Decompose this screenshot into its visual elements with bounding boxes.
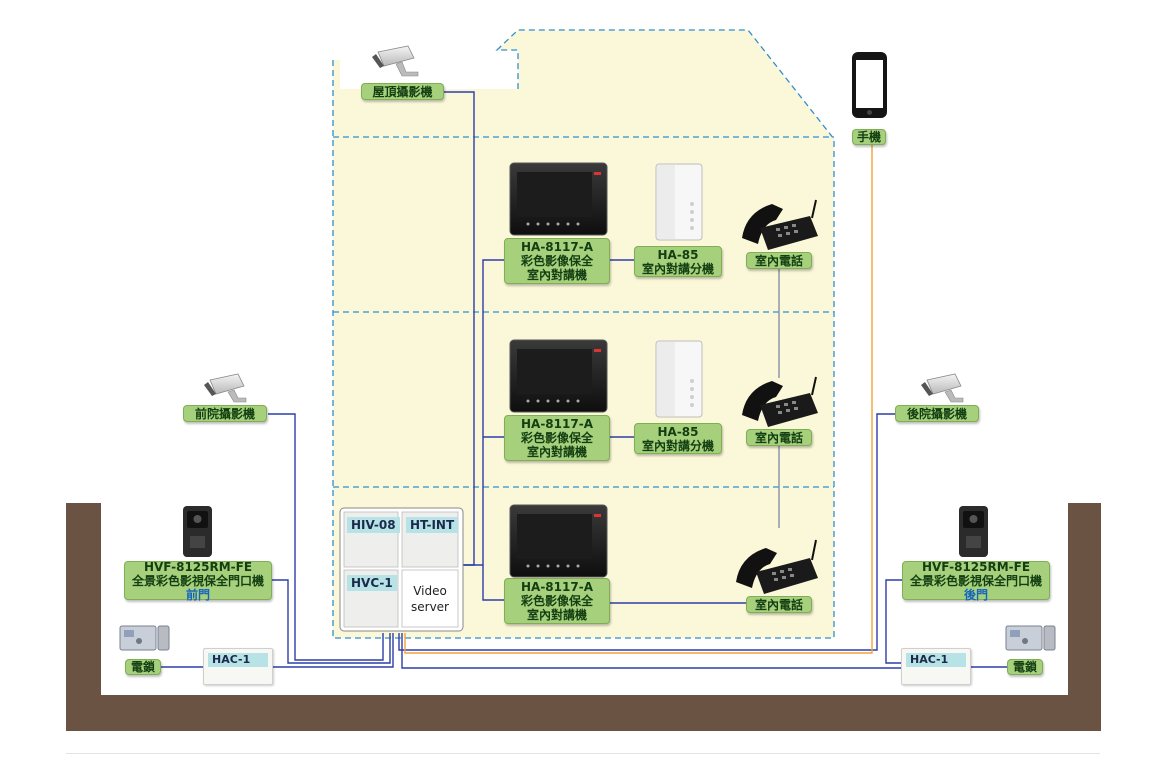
desk-phone-3 — [736, 539, 818, 594]
monitor-label-1: HA-8117-A 彩色影像保全 室內對講機 — [504, 238, 610, 284]
front-door-station-icon — [183, 506, 212, 557]
back-door-tag: 後門 — [963, 587, 988, 602]
monitor-2 — [509, 339, 608, 413]
video-server-line-2: server — [411, 600, 449, 614]
bottom-divider — [66, 753, 1100, 754]
front-yard-camera-label: 前院攝影機 — [183, 405, 267, 422]
video-server-label: Video server — [404, 583, 456, 615]
mobile-phone-label: 手機 — [852, 129, 886, 145]
back-hac-label: HAC-1 — [906, 653, 966, 667]
monitor-3 — [509, 504, 608, 578]
handset-1 — [655, 163, 703, 241]
handset-2 — [655, 340, 703, 418]
house — [332, 29, 835, 639]
handset-model: HA-85 — [657, 247, 699, 262]
back-yard-camera-icon — [921, 373, 964, 403]
door-station-model: HVF-8125RM-FE — [921, 559, 1031, 574]
door-station-model: HVF-8125RM-FE — [143, 559, 253, 574]
monitor-desc-line-2: 室內對講機 — [526, 608, 587, 622]
indoor-phone-label-2: 室內電話 — [746, 429, 812, 446]
handset-label-2: HA-85 室內對講分機 — [634, 423, 722, 454]
indoor-phone-label-1: 室內電話 — [746, 252, 812, 269]
hub-module-hvc-1: HVC-1 — [347, 575, 397, 591]
monitor-1 — [509, 162, 608, 236]
back-electric-lock-icon — [1005, 625, 1056, 651]
desk-phone-2 — [742, 376, 818, 427]
monitor-desc-line-2: 室內對講機 — [526, 445, 587, 459]
monitor-model: HA-8117-A — [521, 240, 593, 254]
mobile-phone-icon — [852, 52, 887, 118]
monitor-desc-line-1: 彩色影像保全 — [520, 431, 593, 445]
front-hac-controller: HAC-1 — [203, 648, 273, 685]
front-lock-label: 電鎖 — [125, 659, 161, 675]
monitor-desc-line-1: 彩色影像保全 — [520, 254, 593, 268]
front-door-tag: 前門 — [185, 587, 210, 602]
monitor-label-2: HA-8117-A 彩色影像保全 室內對講機 — [504, 415, 610, 461]
handset-desc: 室內對講分機 — [641, 438, 714, 453]
hub-module-ht-int: HT-INT — [406, 517, 459, 533]
door-station-desc: 全景彩色影視保全門口機 — [909, 573, 1042, 588]
roof-camera-label: 屋頂攝影機 — [361, 83, 444, 100]
monitor-desc-line-2: 室內對講機 — [526, 268, 587, 282]
handset-model: HA-85 — [657, 424, 699, 439]
front-hac-label: HAC-1 — [208, 653, 268, 667]
handset-label-1: HA-85 室內對講分機 — [634, 246, 722, 277]
video-server-line-1: Video — [413, 584, 447, 598]
front-electric-lock-icon — [119, 625, 170, 651]
monitor-model: HA-8117-A — [521, 580, 593, 594]
door-station-desc: 全景彩色影視保全門口機 — [131, 573, 264, 588]
indoor-phone-label-3: 室內電話 — [746, 596, 812, 613]
back-lock-label: 電鎖 — [1007, 659, 1043, 675]
monitor-model: HA-8117-A — [521, 417, 593, 431]
hub-module-hiv-08: HIV-08 — [347, 517, 400, 533]
back-door-station-icon — [959, 506, 988, 557]
front-door-station-label: HVF-8125RM-FE 全景彩色影視保全門口機 前門 — [124, 559, 272, 602]
front-yard-camera-icon — [204, 373, 247, 403]
desk-phone-1 — [742, 199, 818, 250]
back-hac-controller: HAC-1 — [901, 648, 971, 685]
back-door-station-label: HVF-8125RM-FE 全景彩色影視保全門口機 後門 — [902, 559, 1050, 602]
monitor-label-3: HA-8117-A 彩色影像保全 室內對講機 — [504, 578, 610, 624]
handset-desc: 室內對講分機 — [641, 261, 714, 276]
roof-camera-icon — [372, 45, 419, 77]
back-yard-camera-label: 後院攝影機 — [895, 405, 979, 422]
monitor-desc-line-1: 彩色影像保全 — [520, 594, 593, 608]
